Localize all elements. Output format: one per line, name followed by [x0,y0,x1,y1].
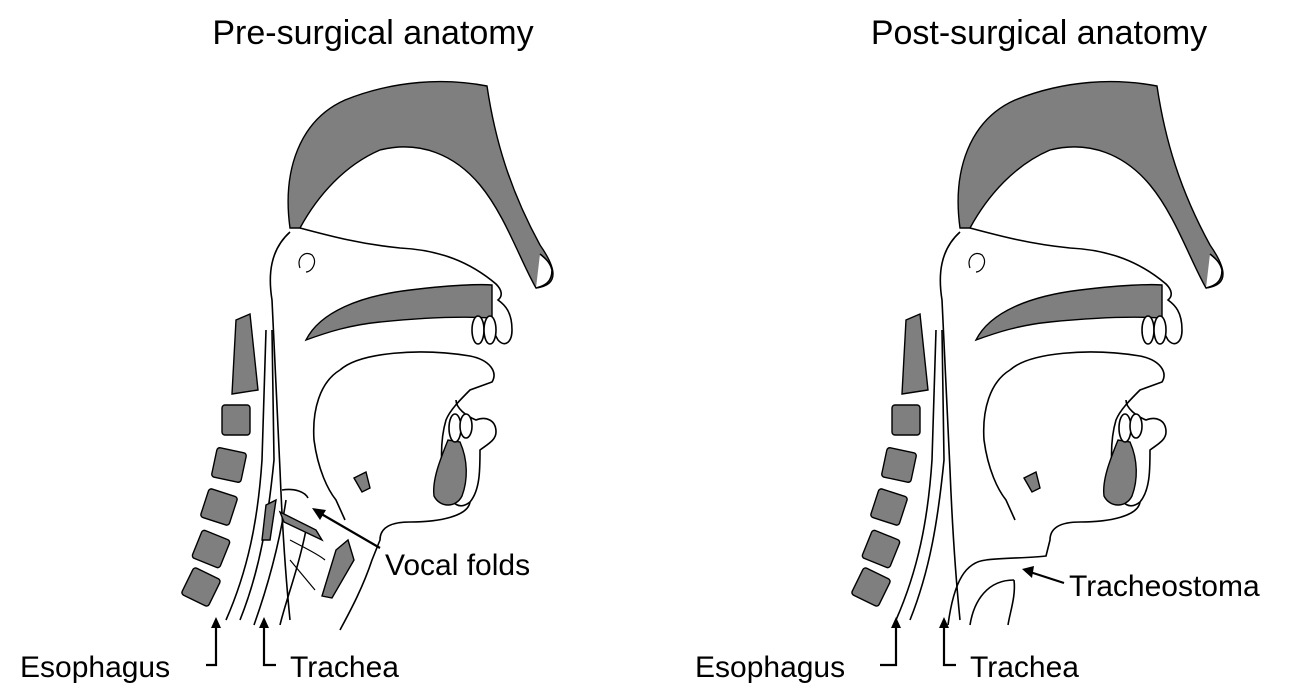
upper-tooth [472,316,484,344]
lower-tooth [449,414,461,442]
vertebra-3-post [881,447,917,483]
jaw-shape-post [1104,440,1137,505]
palate-shape [306,285,492,340]
esophagus-bracket-left [206,625,216,665]
tracheostoma-lower [970,580,1014,625]
larynx-lines [290,540,325,590]
vertebra-2 [222,405,250,435]
larynx-outline [282,489,308,498]
trachea-label-right: Trachea [970,651,1079,684]
oral-cavity-outline [314,370,345,520]
pre-surgical-panel: Pre-surgical anatomy [181,14,553,630]
tracheostoma-upper [948,560,986,625]
vocal-folds-arrowhead [312,508,326,520]
jaw-shape [434,440,467,505]
post-surgical-panel: Post-surgical anatomy [851,14,1223,625]
vertebra-2-post [892,405,920,435]
oral-cavity-outline-post [984,370,1015,520]
upper-tooth-2-post [1154,316,1166,344]
lower-tooth-post [1119,414,1131,442]
pre-surgical-title: Pre-surgical anatomy [212,14,533,52]
esophagus-label-left: Esophagus [20,651,170,684]
vertebra-1-post [902,314,928,394]
esophagus-arrowhead-left [211,617,221,628]
vertebra-3 [211,447,247,483]
vertebra-1 [232,314,258,394]
vocal-fold-lower [262,500,276,540]
hyoid-shape-post [1024,472,1040,492]
tracheostoma-label: Tracheostoma [1069,570,1260,603]
trachea-arrowhead-right [939,617,949,628]
post-surgical-labels: Tracheostoma Esophagus Trachea [695,566,1260,684]
ear-outline-post [969,253,984,272]
skull-shape [288,82,553,288]
lower-tooth-2-post [1130,414,1142,438]
neck-front-post [986,502,1140,560]
pre-surgical-labels: Vocal folds Esophagus Trachea [20,508,530,684]
lower-tooth-2 [460,414,472,438]
trachea-bracket-right [944,625,956,665]
trachea-arrowhead-left [259,617,269,628]
vertebra-6-post [851,567,891,607]
upper-tooth-2 [484,316,496,344]
post-surgical-title: Post-surgical anatomy [871,14,1207,52]
upper-tooth-post [1142,316,1154,344]
vertebra-5 [191,529,230,568]
vertebra-6 [181,567,221,607]
vertebra-4 [200,488,238,526]
tracheostoma-pointer [1030,572,1064,583]
vertebra-4-post [870,488,908,526]
skull-shape-post [958,82,1223,288]
esophagus-bracket-right [880,625,896,665]
hyoid-shape [354,472,370,492]
esophagus-label-right: Esophagus [695,651,845,684]
vocal-folds-label: Vocal folds [385,549,530,582]
trachea-bracket-left [264,625,276,665]
esophagus-arrowhead-right [891,617,901,628]
palate-shape-post [976,285,1162,340]
ear-outline [299,253,314,272]
tracheostoma-opening [1008,580,1014,625]
cartilage-front [322,540,354,598]
vertebra-5-post [861,529,900,568]
trachea-label-left: Trachea [290,651,399,684]
tracheostoma-arrowhead [1022,566,1034,578]
vocal-fold-upper [280,512,322,540]
